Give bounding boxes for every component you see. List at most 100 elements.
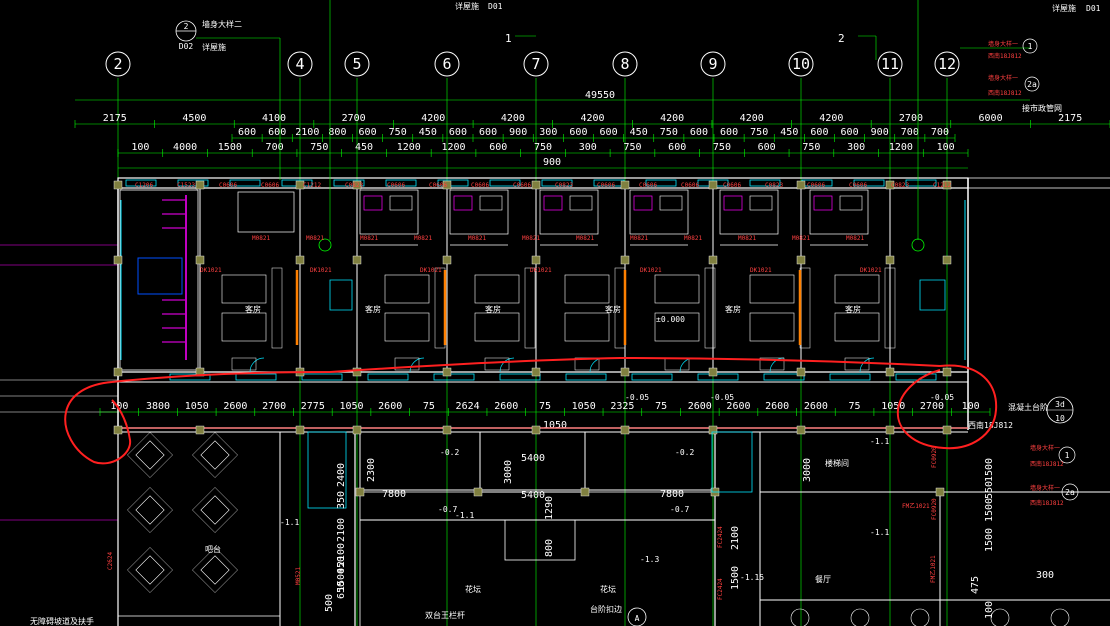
axis-a-label: A	[635, 614, 640, 623]
level-mark-5: -0.2	[675, 448, 694, 457]
window-label-9: C0606	[513, 182, 531, 189]
dims-row1-label-1: 4500	[182, 113, 206, 124]
bed-b-4	[654, 312, 700, 342]
grid-bubble-11	[877, 51, 903, 77]
bathroom-5	[809, 189, 869, 235]
dining-chairs-4	[127, 547, 173, 593]
grid-label-8: 8	[620, 55, 629, 73]
axis-a-bubble	[627, 607, 647, 626]
window-12	[749, 179, 781, 187]
ref-bubble-3-top: 3d	[1055, 400, 1065, 409]
stair-lower-1	[307, 431, 347, 509]
wall-note-6: 西南18J812	[1030, 460, 1064, 468]
level-mark-1: -0.05	[625, 393, 649, 402]
column-3-0	[113, 425, 123, 435]
corridor-dims-label-10: 2600	[494, 401, 518, 412]
dims-row1-label-10: 2700	[899, 113, 923, 124]
room-partition-group	[119, 179, 966, 381]
sink-0	[389, 195, 413, 211]
level-mark-2: -0.05	[710, 393, 734, 402]
corridor-window-3	[367, 373, 409, 381]
ref-bubble-5-label: 2a	[1065, 488, 1075, 497]
level-mark-6: -1.1	[280, 518, 299, 527]
dims-row3-label-6: 1200	[397, 142, 421, 153]
level-mark-4: -0.2	[440, 448, 459, 457]
bed-a-6	[834, 274, 880, 304]
column-1-8	[796, 255, 806, 265]
bed-b-0	[221, 312, 267, 342]
window-0	[125, 179, 157, 187]
dims-row2-label-23: 700	[931, 127, 949, 138]
toilet-0	[363, 195, 383, 211]
column-2-8	[796, 367, 806, 377]
door-label-0: M0821	[252, 235, 270, 242]
window-14	[853, 179, 885, 187]
bed-b-6	[834, 312, 880, 342]
grid-bubble-6	[434, 51, 460, 77]
grid-bubble-5	[344, 51, 370, 77]
bed-a-2	[474, 274, 520, 304]
level-mark-3: -0.05	[930, 393, 954, 402]
overall-dim-label: 49550	[585, 90, 615, 101]
column-0-3	[352, 180, 362, 190]
wall-note-3: 墙身大样一	[988, 74, 1018, 82]
lower-dim-24: 475	[970, 576, 981, 594]
window-label-6: C0606	[387, 182, 405, 189]
concrete-platform-label: 混凝土台阶	[1008, 402, 1048, 412]
desk-1	[394, 357, 420, 371]
column-1-3	[352, 255, 362, 265]
grid-label-2: 2	[113, 55, 122, 73]
dining-table-0	[135, 440, 165, 470]
corridor-dims-label-11: 75	[539, 401, 551, 412]
corridor-dims-label-16: 2600	[726, 401, 750, 412]
bed-b-3	[564, 312, 610, 342]
grid-label-6: 6	[442, 55, 451, 73]
lower-dim-8: 2100	[336, 518, 347, 542]
dims-row2-label-2: 2100	[295, 127, 319, 138]
column-3-3	[352, 425, 362, 435]
window-label-12: C0606	[639, 182, 657, 189]
detail-ref-top: D01	[488, 2, 503, 11]
column-0-7	[708, 180, 718, 190]
pool-label: 台阶扣边	[590, 604, 622, 614]
column-0-2	[295, 180, 305, 190]
door-label-9: M0821	[738, 235, 756, 242]
column-1-5	[531, 255, 541, 265]
corridor-window-5	[499, 373, 541, 381]
dims-row3-label-2: 1500	[218, 142, 242, 153]
dims-row3-label-13: 750	[713, 142, 731, 153]
corridor-dims-label-20: 1050	[881, 401, 905, 412]
round-table-2	[910, 608, 930, 626]
column-0-5	[531, 180, 541, 190]
column-3-1	[195, 425, 205, 435]
lower-dim-6: 3000	[802, 458, 813, 482]
lower-dim-2: 5400	[521, 453, 545, 464]
column-1-4	[442, 255, 452, 265]
dims-row3-label-11: 750	[623, 142, 641, 153]
window-label-17: C0606	[849, 182, 867, 189]
lower-dim-9: 350	[336, 491, 347, 509]
section-marker-2: 2	[838, 32, 845, 45]
bathroom-left	[237, 191, 295, 233]
door-fc2-label: FC0920	[931, 498, 938, 520]
corridor-dims-label-6: 1050	[339, 401, 363, 412]
lower-dim-14: 500	[324, 594, 335, 612]
lower-dim-22: 1500	[984, 528, 995, 552]
dims-row1-label-12: 2175	[1058, 113, 1082, 124]
grid-bubble-4	[287, 51, 313, 77]
column-0-1	[195, 180, 205, 190]
lower-dim-1: 3000	[503, 460, 514, 484]
lower-dim-25: 100	[984, 601, 995, 619]
door-label-10: M0821	[792, 235, 810, 242]
lower-dim-11: 450	[336, 556, 347, 574]
corridor-dims-label-19: 75	[849, 401, 861, 412]
window-label-5: C0823	[345, 182, 363, 189]
markup-group	[64, 356, 998, 465]
door-fm-label: FM乙1021	[902, 503, 930, 510]
bathroom-3	[629, 189, 689, 235]
sink-5	[839, 195, 863, 211]
dims-row3-label-1: 4000	[173, 142, 197, 153]
door-label-11: M0821	[846, 235, 864, 242]
